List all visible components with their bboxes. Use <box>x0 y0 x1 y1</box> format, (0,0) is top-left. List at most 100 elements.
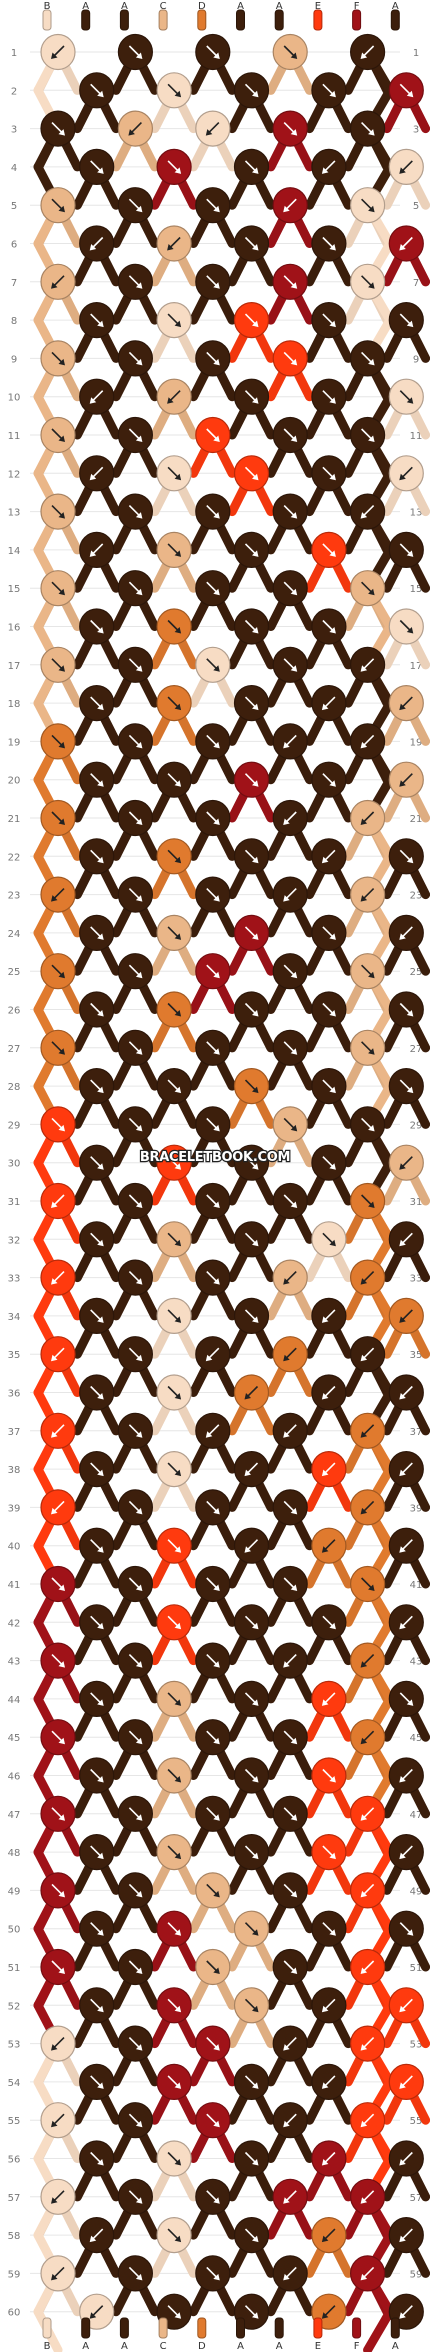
row-number-right: 27 <box>410 1044 423 1055</box>
knot <box>195 33 231 71</box>
knot <box>272 1872 308 1909</box>
knot <box>272 1642 308 1679</box>
row-number-left: 59 <box>8 2269 21 2280</box>
knot <box>195 493 231 530</box>
knot <box>233 608 270 645</box>
knot <box>311 991 347 1028</box>
knot <box>311 838 347 875</box>
row-number-left: 57 <box>8 2193 21 2204</box>
row-number-left: 11 <box>8 431 21 442</box>
knot <box>233 684 270 722</box>
knot <box>195 416 231 454</box>
knot <box>272 187 308 224</box>
knot <box>40 1795 76 1832</box>
knot <box>272 1412 308 1449</box>
knot <box>156 378 192 415</box>
knot <box>40 723 76 760</box>
knot <box>79 2063 115 2100</box>
row-number-right: 35 <box>410 1350 423 1361</box>
strand-stub-top <box>42 9 52 31</box>
knot <box>350 493 386 530</box>
knot <box>350 1029 386 1066</box>
row-number-right: 43 <box>410 1657 423 1668</box>
knot <box>156 1374 192 1411</box>
knot <box>311 1144 347 1181</box>
row-number-right: 41 <box>410 1580 423 1591</box>
watermark-text: BRACELETBOOK.COM <box>140 1150 290 1165</box>
row-number-right: 21 <box>410 814 423 825</box>
knot <box>272 646 308 683</box>
row-number-left: 12 <box>8 469 21 480</box>
knot <box>156 1833 192 1871</box>
row-number-left: 15 <box>8 584 21 595</box>
row-number-right: 53 <box>410 2040 423 2051</box>
knot <box>156 1680 192 1718</box>
row-number-right: 29 <box>410 1120 423 1131</box>
knot <box>388 1757 424 1794</box>
knot <box>79 1910 115 1947</box>
knot <box>388 914 424 952</box>
strand-stub-bottom <box>81 2317 91 2339</box>
knot <box>195 2102 231 2139</box>
knot <box>156 1067 192 1105</box>
row-number-left: 7 <box>11 278 17 289</box>
knot <box>40 1719 76 1756</box>
row-number-left: 33 <box>8 1274 21 1285</box>
knot <box>350 2255 386 2292</box>
row-number-left: 9 <box>11 354 17 365</box>
knot <box>195 799 231 837</box>
row-number-left: 24 <box>8 929 21 940</box>
row-number-right: 33 <box>410 1274 423 1285</box>
knot <box>79 455 115 492</box>
knot <box>117 1106 153 1143</box>
knot <box>233 225 270 262</box>
knot <box>79 608 115 645</box>
knot <box>156 838 192 875</box>
knot <box>311 2217 347 2254</box>
knot <box>79 2217 115 2254</box>
knots <box>40 33 424 2330</box>
knot <box>156 914 192 952</box>
row-number-right: 13 <box>410 508 423 519</box>
knot <box>233 1144 270 1181</box>
knot <box>350 1106 386 1143</box>
knot <box>79 914 115 952</box>
row-number-left: 46 <box>8 1772 21 1783</box>
knot <box>272 953 308 990</box>
knot <box>79 225 115 262</box>
row-number-left: 60 <box>8 2308 21 2319</box>
knot <box>311 1221 347 1258</box>
strand-stub-top <box>158 9 168 31</box>
knot <box>350 1259 386 1296</box>
knot <box>156 2140 192 2177</box>
knot <box>388 455 424 492</box>
knot <box>40 493 76 530</box>
knot <box>272 1489 308 1526</box>
knot <box>195 1719 231 1756</box>
knot <box>40 263 76 300</box>
knot <box>233 531 270 569</box>
knot <box>350 723 386 760</box>
knot <box>40 1106 76 1143</box>
knot <box>79 148 115 185</box>
row-number-left: 53 <box>8 2040 21 2051</box>
knot <box>40 1642 76 1679</box>
knot <box>40 2178 76 2215</box>
knot <box>79 684 115 722</box>
knot <box>195 1182 231 1220</box>
row-number-left: 5 <box>11 201 17 212</box>
knot <box>40 799 76 837</box>
knot <box>117 493 153 530</box>
knot <box>156 148 192 185</box>
knot <box>388 1987 424 2024</box>
strand-stub-bottom <box>274 2317 284 2339</box>
knot <box>233 991 270 1028</box>
knot <box>40 1182 76 1220</box>
knot <box>79 838 115 875</box>
knot <box>156 608 192 645</box>
strand-label-bottom: A <box>121 2341 128 2352</box>
knot <box>311 378 347 415</box>
knot <box>272 2102 308 2139</box>
strand-stub-bottom <box>236 2317 245 2339</box>
